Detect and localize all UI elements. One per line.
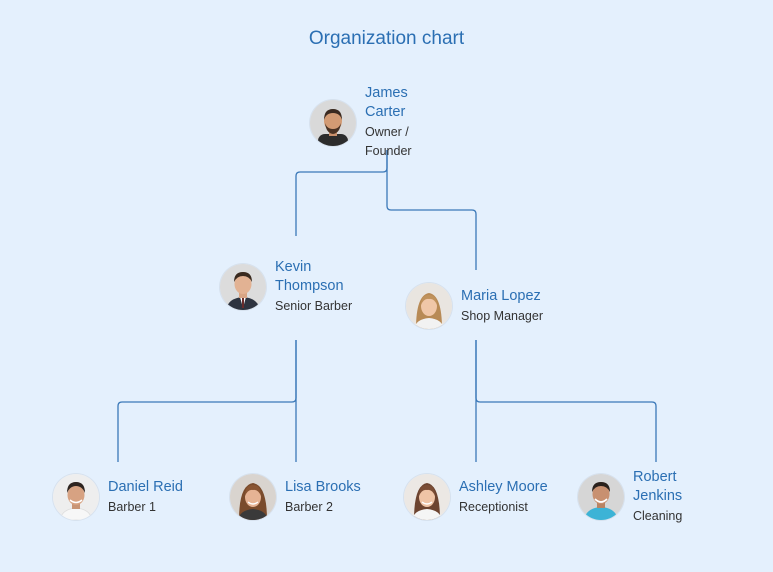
avatar xyxy=(406,283,452,329)
avatar xyxy=(578,474,624,520)
avatar xyxy=(310,99,356,146)
chart-title: Organization chart xyxy=(308,28,465,49)
node-daniel-reid[interactable]: Daniel Reid Barber 1 xyxy=(53,474,198,520)
person-name: Lisa Brooks xyxy=(285,478,361,495)
connector-maria-robert xyxy=(475,340,657,462)
person-name: James Carter xyxy=(365,85,408,120)
avatar xyxy=(53,474,99,520)
avatar xyxy=(404,474,450,520)
node-ashley-moore[interactable]: Ashley Moore Receptionist xyxy=(404,474,559,520)
person-name: Daniel Reid xyxy=(108,478,183,495)
person-name: Kevin Thompson xyxy=(275,259,344,294)
node-lisa-brooks[interactable]: Lisa Brooks Barber 2 xyxy=(230,474,375,520)
node-james-carter[interactable]: James Carter Owner / Founder xyxy=(310,84,435,161)
node-kevin-thompson[interactable]: Kevin Thompson Senior Barber xyxy=(220,258,365,316)
avatar xyxy=(220,264,266,310)
person-name: Robert Jenkins xyxy=(633,469,683,504)
person-role: Shop Manager xyxy=(461,308,544,323)
node-robert-jenkins[interactable]: Robert Jenkins Cleaning xyxy=(578,468,713,526)
person-name: Ashley Moore xyxy=(459,478,548,495)
connector-kevin-daniel xyxy=(117,340,297,462)
connector-james-maria xyxy=(386,150,477,270)
person-role: Senior Barber xyxy=(275,299,353,313)
avatar xyxy=(230,474,276,520)
node-maria-lopez[interactable]: Maria Lopez Shop Manager xyxy=(406,283,561,329)
person-role: Cleaning xyxy=(633,509,683,523)
person-role: Barber 1 xyxy=(108,499,156,514)
person-role: Barber 2 xyxy=(285,499,333,514)
person-role: Receptionist xyxy=(459,499,528,514)
person-name: Maria Lopez xyxy=(461,287,541,304)
person-role: Owner / Founder xyxy=(365,125,412,158)
connector-james-kevin xyxy=(295,150,388,236)
